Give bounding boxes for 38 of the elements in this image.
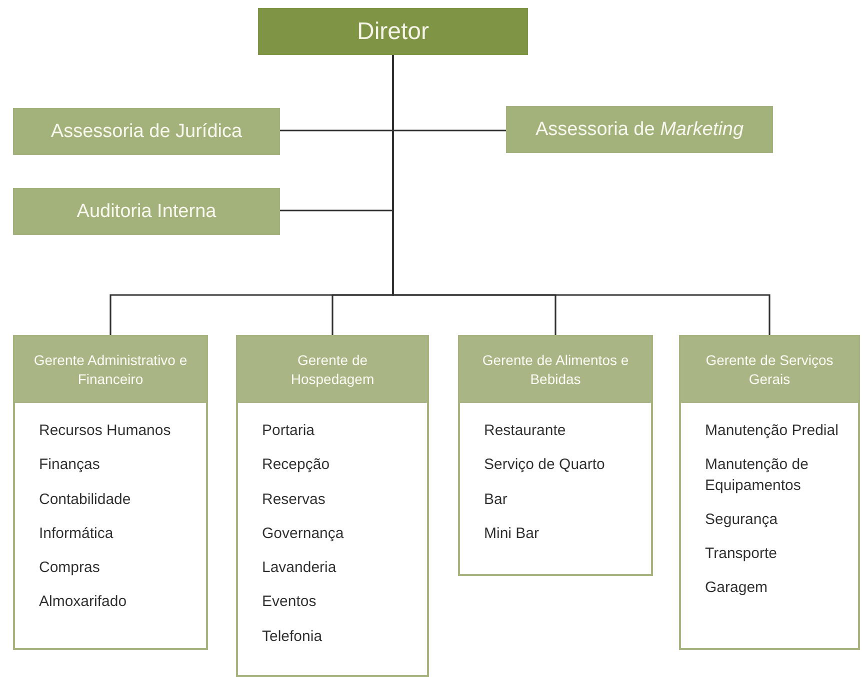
department-box — [679, 335, 860, 650]
unit-label: Mini Bar — [484, 524, 540, 544]
unit-label: Recursos Humanos — [39, 421, 171, 441]
department-box — [13, 335, 208, 650]
staff-box — [13, 188, 280, 235]
unit-label: Transporte — [705, 544, 777, 564]
staff-box — [13, 108, 280, 155]
unit-label: Manutenção Predial — [705, 421, 838, 441]
director-box — [258, 8, 528, 55]
unit-label: Contabilidade — [39, 490, 131, 510]
unit-label: Bar — [484, 490, 508, 510]
manager-title: Gerente de Hospedagem — [290, 351, 376, 389]
manager-title: Gerente Administrativo e Financeiro — [32, 351, 188, 389]
unit-label: Garagem — [705, 578, 768, 598]
unit-label: Restaurante — [484, 421, 566, 441]
unit-label: Serviço de Quarto — [484, 455, 605, 476]
unit-label: Manutenção de Equipamentos — [705, 455, 810, 496]
unit-label: Informática — [39, 524, 114, 544]
unit-label: Portaria — [262, 421, 315, 441]
unit-label: Segurança — [705, 510, 778, 530]
unit-label: Almoxarifado — [39, 592, 127, 612]
unit-label: Eventos — [262, 592, 316, 612]
unit-label: Lavanderia — [262, 558, 336, 578]
unit-label: Telefonia — [262, 626, 322, 646]
unit-label: Governança — [262, 524, 344, 544]
staff-title: Assessoria de Marketing — [535, 118, 744, 140]
unit-label: Compras — [39, 558, 100, 578]
unit-label: Finanças — [39, 455, 100, 476]
manager-title: Gerente de Alimentos e Bebidas — [481, 351, 630, 389]
staff-title: Assessoria de Jurídica — [50, 120, 242, 142]
staff-box — [506, 106, 773, 153]
department-box — [458, 335, 653, 576]
director-title: Diretor — [356, 18, 429, 46]
manager-title: Gerente de Serviços Gerais — [704, 351, 834, 389]
unit-label: Recepção — [262, 455, 330, 476]
unit-label: Reservas — [262, 490, 326, 510]
staff-title: Auditoria Interna — [76, 200, 216, 222]
department-box — [236, 335, 429, 677]
